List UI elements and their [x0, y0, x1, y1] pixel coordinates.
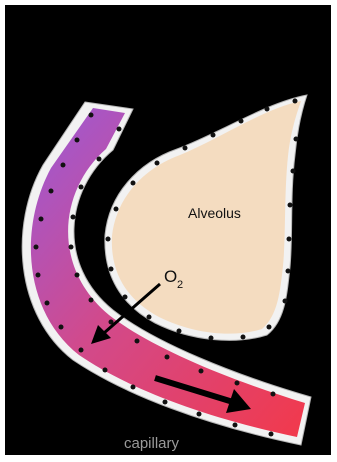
gas-exchange-diagram: Alveolus O 2 capillary: [5, 5, 331, 455]
alveolus-label: Alveolus: [188, 205, 241, 221]
oxygen-label: O: [164, 267, 177, 286]
capillary-label: capillary: [124, 435, 180, 452]
diagram-canvas: Alveolus O 2 capillary: [5, 5, 331, 455]
oxygen-subscript: 2: [177, 279, 183, 291]
